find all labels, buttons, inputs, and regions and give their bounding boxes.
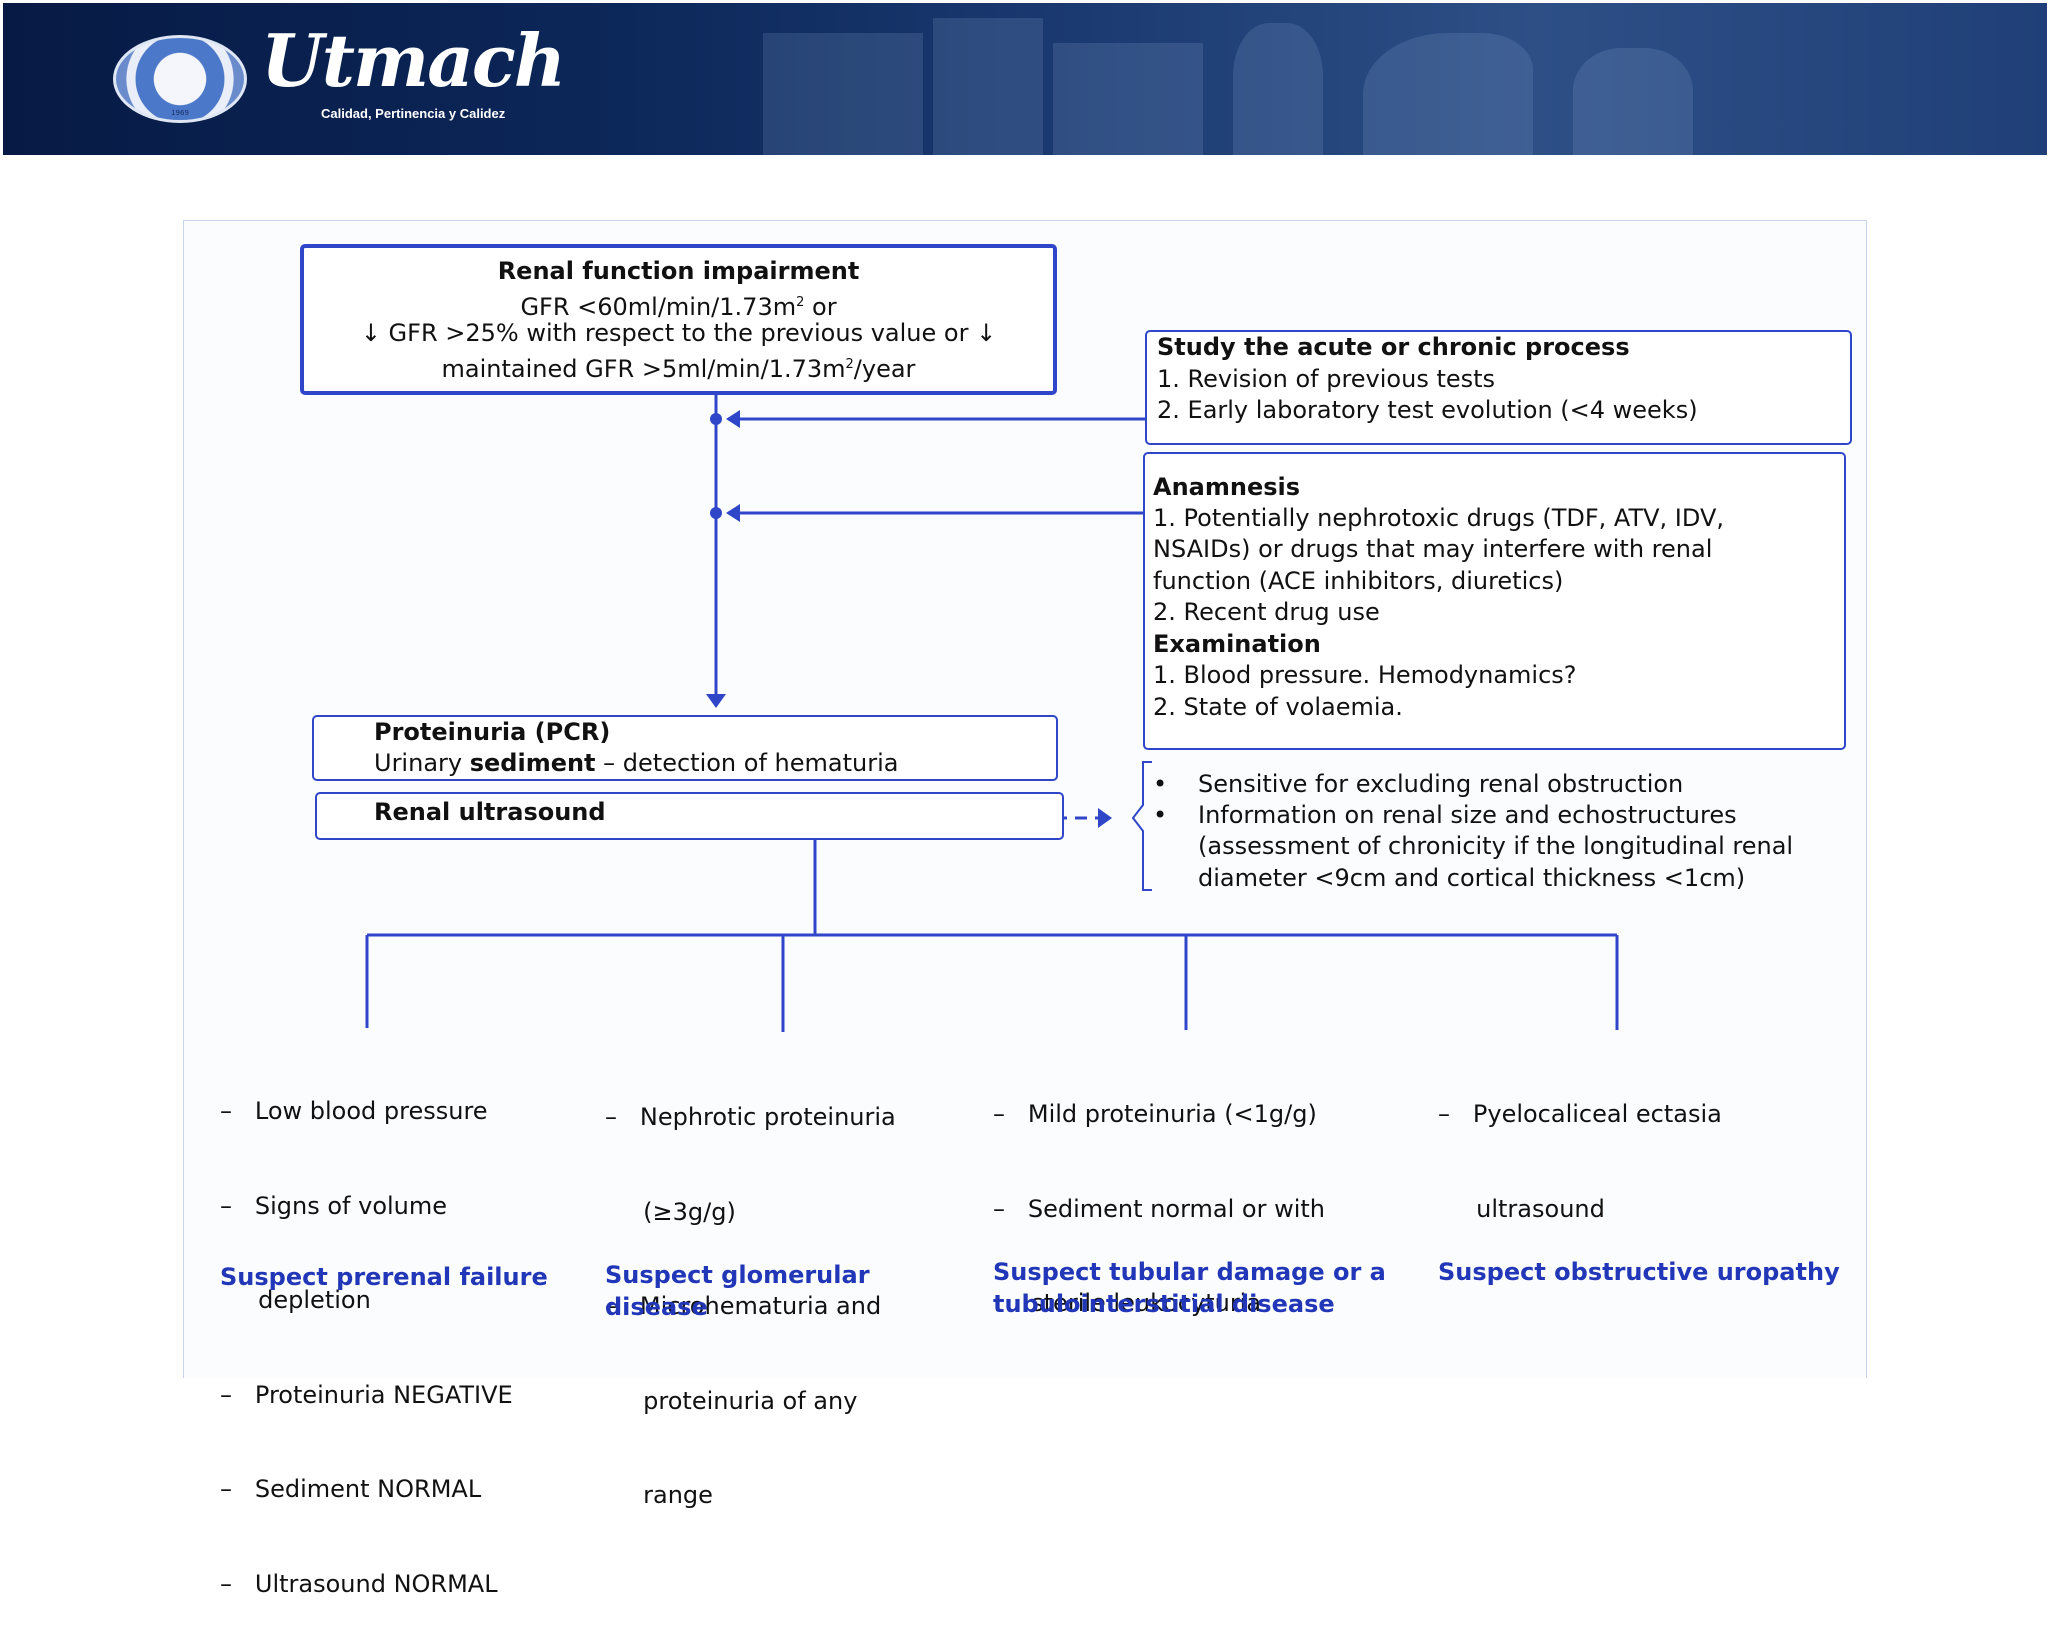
anamnesis-box — [1143, 452, 1846, 750]
urinary-sediment-line: Urinary sediment – detection of hematuri… — [374, 748, 898, 780]
anamnesis-line: function (ACE inhibitors, diuretics) — [1153, 567, 1564, 595]
criteria-line: sterile leukocyturia — [993, 1289, 1262, 1317]
criteria-line: (≥3g/g) — [605, 1197, 736, 1226]
conclusion-line: Suspect tubular damage or a — [993, 1258, 1386, 1286]
column-2-criteria: – Nephrotic proteinuria (≥3g/g) – Microh… — [605, 1039, 896, 1543]
criteria-line: – Proteinuria NEGATIVE — [220, 1380, 513, 1409]
renal-ultrasound-label: Renal ultrasound — [374, 798, 606, 826]
renal-impairment-line1: GFR <60ml/min/1.73m2 or — [304, 287, 1053, 324]
seal-year: 1969 — [171, 109, 189, 117]
or-text: or — [804, 293, 837, 321]
criteria-line: depletion — [220, 1286, 371, 1314]
anamnesis-line: 2. Recent drug use — [1153, 598, 1380, 626]
proteinuria-title: Proteinuria (PCR) — [374, 718, 611, 746]
criteria-line: ultrasound — [1438, 1194, 1605, 1223]
conclusion-glomerular: Suspect glomerular disease — [605, 1260, 870, 1323]
university-wordmark: Utmach — [261, 18, 566, 103]
arrow-head-anamnesis — [726, 504, 740, 522]
ultrasound-bullet-dot: • — [1153, 770, 1168, 798]
anamnesis-line: NSAIDs) or drugs that may interfere with… — [1153, 535, 1713, 563]
university-tagline: Calidad, Pertinencia y Calidez — [321, 106, 506, 121]
study-process-box — [1145, 330, 1852, 445]
criteria-line: range — [605, 1481, 713, 1509]
ultrasound-bullet: Information on renal size and echostruct… — [1198, 801, 1737, 829]
conclusion-line: disease — [605, 1292, 708, 1321]
criteria-line: – Ultrasound NORMAL — [220, 1569, 498, 1598]
arrow-head-ultrasound — [1098, 808, 1112, 828]
ultrasound-continuation: diameter <9cm and cortical thickness <1c… — [1198, 864, 1746, 892]
gfr-threshold-text: GFR <60ml/min/1.73m — [520, 293, 797, 321]
column-4-criteria: – Pyelocaliceal ectasia ultrasound — [1438, 1036, 1722, 1257]
column-3-criteria: – Mild proteinuria (<1g/g) – Sediment no… — [993, 1036, 1325, 1351]
junction-dot-1 — [710, 413, 722, 425]
junction-dot-2 — [710, 507, 722, 519]
university-seal-logo: 1969 — [113, 35, 247, 123]
study-process-item: 2. Early laboratory test evolution (<4 w… — [1157, 396, 1698, 424]
conclusion-prerenal: Suspect prerenal failure — [220, 1263, 548, 1291]
renal-impairment-title: Renal function impairment — [497, 257, 860, 285]
arrow-head-trunk — [706, 694, 726, 708]
urinary-text: Urinary — [374, 749, 470, 777]
examination-line: 2. State of volaemia. — [1153, 693, 1403, 721]
renal-impairment-line2: ↓ GFR >25% with respect to the previous … — [360, 319, 997, 347]
ultrasound-bullet: Sensitive for excluding renal obstructio… — [1198, 770, 1684, 798]
anamnesis-line: 1. Potentially nephrotoxic drugs (TDF, A… — [1153, 504, 1724, 532]
hematuria-text: – detection of hematuria — [595, 749, 899, 777]
renal-impairment-line3: maintained GFR >5ml/min/1.73m2/year — [304, 349, 1053, 386]
criteria-line: – Sediment normal or with — [993, 1194, 1326, 1223]
criteria-line: – Sediment NORMAL — [220, 1475, 482, 1503]
ultrasound-bracket — [1131, 761, 1152, 891]
superscript-2: 2 — [796, 295, 805, 310]
header-banner: 1969 Utmach Calidad, Pertinencia y Calid… — [3, 3, 2047, 155]
proteinuria-box — [312, 715, 1058, 781]
conclusion-line: Suspect glomerular — [605, 1261, 870, 1289]
ultrasound-bullet-dot: • — [1153, 801, 1168, 829]
conclusion-line: tubulointerstitial disease — [993, 1289, 1335, 1318]
conclusion-tubular: Suspect tubular damage or a tubulointers… — [993, 1257, 1386, 1320]
ultrasound-continuation: (assessment of chronicity if the longitu… — [1198, 832, 1794, 860]
sediment-text: sediment — [469, 749, 596, 777]
column-1-criteria: – Low blood pressure – Signs of volume d… — [220, 1033, 513, 1632]
superscript-2: 2 — [845, 357, 854, 372]
conclusion-obstructive: Suspect obstructive uropathy — [1438, 1258, 1840, 1286]
maintained-gfr-text: maintained GFR >5ml/min/1.73m — [441, 355, 846, 383]
criteria-line: – Mild proteinuria (<1g/g) — [993, 1100, 1317, 1128]
examination-title: Examination — [1153, 630, 1321, 658]
criteria-line: – Pyelocaliceal ectasia — [1438, 1100, 1722, 1128]
criteria-line: proteinuria of any — [605, 1386, 858, 1415]
anamnesis-title: Anamnesis — [1153, 473, 1301, 501]
renal-ultrasound-box — [315, 792, 1064, 840]
arrow-head-study — [726, 410, 740, 428]
criteria-line: – Microhematuria and — [605, 1292, 882, 1320]
criteria-line: – Nephrotic proteinuria — [605, 1103, 896, 1131]
per-year-text: /year — [853, 355, 916, 383]
examination-line: 1. Blood pressure. Hemodynamics? — [1153, 661, 1577, 689]
study-process-title: Study the acute or chronic process — [1157, 333, 1630, 361]
study-process-item: 1. Revision of previous tests — [1157, 365, 1496, 393]
criteria-line: – Signs of volume — [220, 1191, 448, 1220]
criteria-line: – Low blood pressure — [220, 1097, 488, 1125]
renal-impairment-box — [300, 244, 1057, 395]
